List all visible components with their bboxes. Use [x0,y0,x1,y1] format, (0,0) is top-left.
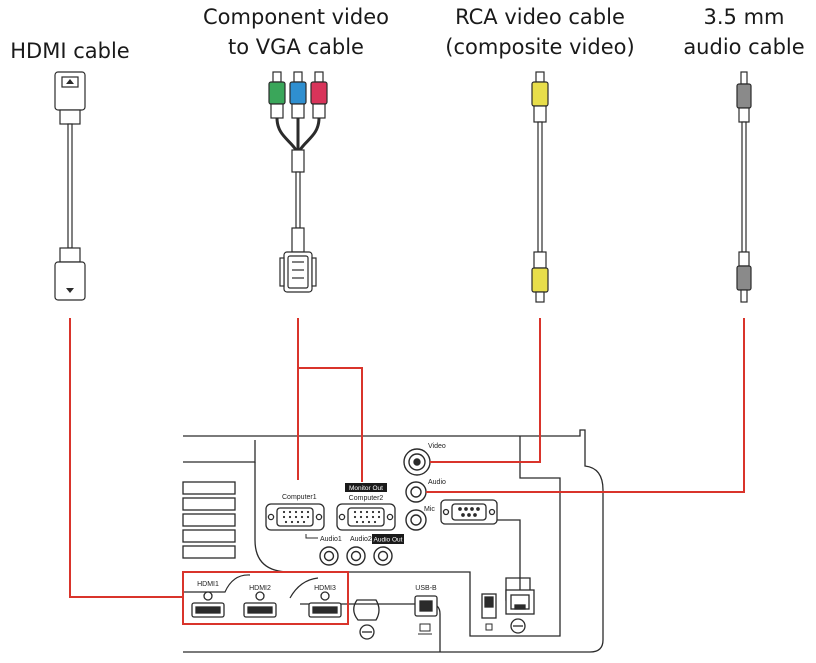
usb-b-port[interactable] [414,595,438,617]
audio-35mm-cable [736,71,752,303]
audio-port[interactable] [405,481,427,503]
serial-port[interactable] [440,499,498,525]
hdmi-cable [54,71,86,301]
rca-cable-label-line2: (composite video) [445,35,634,59]
hdmi-cord [67,123,73,249]
audio2-port[interactable] [346,546,366,566]
hdmi3-port-label: HDMI3 [314,585,336,592]
hdmi-strain-relief-bottom [59,247,81,263]
hdmi2-port[interactable] [243,591,277,618]
hdmi1-port-label: HDMI1 [197,581,219,588]
screw-icon [510,618,526,634]
video-port[interactable] [403,448,431,476]
rca-video-cable [531,71,549,303]
audio-plug-top [736,83,752,109]
computer2-port-label: Computer2 [349,495,384,502]
mic-port[interactable] [405,509,427,531]
audio-port-label: Audio [428,479,446,486]
lan-port[interactable] [505,589,535,615]
arrow-down-icon [66,288,74,293]
vent-grille [182,481,236,559]
audio-cable-label-line2: audio cable [683,35,804,59]
rca-plug-blue [289,71,307,119]
monitor-out-label: Monitor Out [349,485,383,492]
mic-port-label: Mic [424,506,435,513]
hdmi-ports: HDMI1 HDMI2 HDMI3 [183,574,342,618]
small-icon [485,623,493,631]
hdmi-connection-line [69,318,183,598]
hdmi3-port[interactable] [308,591,342,618]
rca-plug-red [310,71,328,119]
component-cable-label-line2: to VGA cable [228,35,364,59]
cable-labels: HDMI cable Component video to VGA cable … [10,5,804,63]
audio-plug-bottom [736,265,752,291]
hdmi-ports-highlight [182,571,349,625]
audio-cable-label-line1: 3.5 mm [704,5,785,29]
rca-plug-yellow-bottom [531,267,549,293]
rca-plug-yellow-top [531,81,549,107]
audio2-port-label: Audio2 [350,536,372,543]
component-cable-label-line1: Component video [203,5,389,29]
hdmi-cable-label: HDMI cable [10,39,129,63]
vga-plug [279,251,317,293]
arrow-up-icon [66,79,74,84]
component-to-computer2-line [298,367,363,482]
hdmi-plug-bottom [54,261,86,301]
hdmi1-port[interactable] [191,591,225,618]
audio1-port[interactable] [319,546,339,566]
hdmi2-port-label: HDMI2 [249,585,271,592]
computer2-port[interactable] [336,503,396,531]
rca-cable-label-line1: RCA video cable [455,5,625,29]
audio1-port-label: Audio1 [320,536,342,543]
audio-out-port[interactable] [373,546,393,566]
audio-out-label: Audio Out [374,537,403,544]
audio-out-badge [372,534,404,544]
video-port-label: Video [428,443,446,450]
ferrite-core [291,149,305,173]
connection-lines [69,318,745,625]
audio-connection-line [426,318,745,493]
hdmi-strain-relief-top [59,109,81,125]
computer1-port[interactable] [265,503,325,531]
rca-plug-green [268,71,286,119]
usb-b-port-label: USB-B [415,585,437,592]
service-switch[interactable] [481,593,497,619]
component-vga-cable [268,71,328,293]
computer1-port-label: Computer1 [282,494,317,501]
computer-icon [418,623,432,635]
monitor-out-badge [345,483,387,492]
rca-video-connection-line [430,318,541,463]
